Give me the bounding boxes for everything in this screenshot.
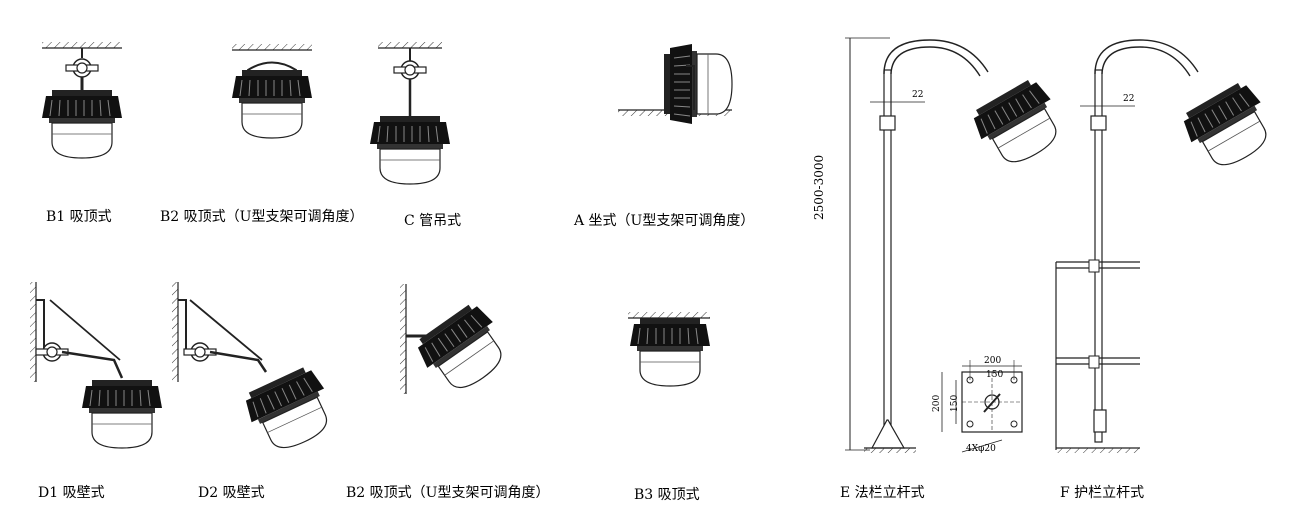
caption-b2: B2 吸顶式（U型支架可调角度） — [160, 209, 364, 225]
d2-wall-mount-drawing — [172, 282, 342, 460]
caption-b1: B1 吸顶式 — [46, 209, 112, 225]
caption-c: C 管吊式 — [404, 213, 462, 229]
base-outer-dimension: 200 — [984, 356, 1002, 366]
caption-f: F 护栏立杆式 — [1060, 485, 1145, 501]
e-flange-pole-drawing — [845, 37, 1072, 453]
caption-e: E 法栏立杆式 — [840, 485, 925, 501]
a-seat-mount-drawing — [618, 43, 733, 125]
e-offset-dimension: 22 — [912, 90, 924, 100]
d1-wall-mount-drawing — [30, 282, 163, 449]
b2-wall-angle-drawing — [400, 284, 517, 402]
height-range-dimension: 2500-3000 — [812, 154, 826, 220]
caption-a: A 坐式（U型支架可调角度） — [574, 213, 755, 229]
b1-ceiling-mount-drawing — [41, 42, 123, 159]
f-offset-dimension: 22 — [1123, 94, 1135, 104]
caption-d2: D2 吸壁式 — [198, 485, 265, 501]
b3-ceiling-mount-drawing — [628, 312, 711, 387]
base-height-inner-dimension: 150 — [950, 394, 960, 412]
bolt-holes-dimension: 4Xφ20 — [966, 444, 996, 454]
c-pendant-drawing — [369, 42, 451, 185]
b2-u-bracket-drawing — [231, 44, 313, 139]
base-height-outer-dimension: 200 — [932, 394, 942, 412]
f-guardrail-pole-drawing — [1055, 39, 1282, 453]
caption-b2-wall: B2 吸顶式（U型支架可调角度） — [346, 485, 550, 501]
caption-d1: D1 吸壁式 — [38, 485, 105, 501]
caption-b3: B3 吸顶式 — [634, 487, 700, 503]
base-inner-dimension: 150 — [986, 370, 1004, 380]
